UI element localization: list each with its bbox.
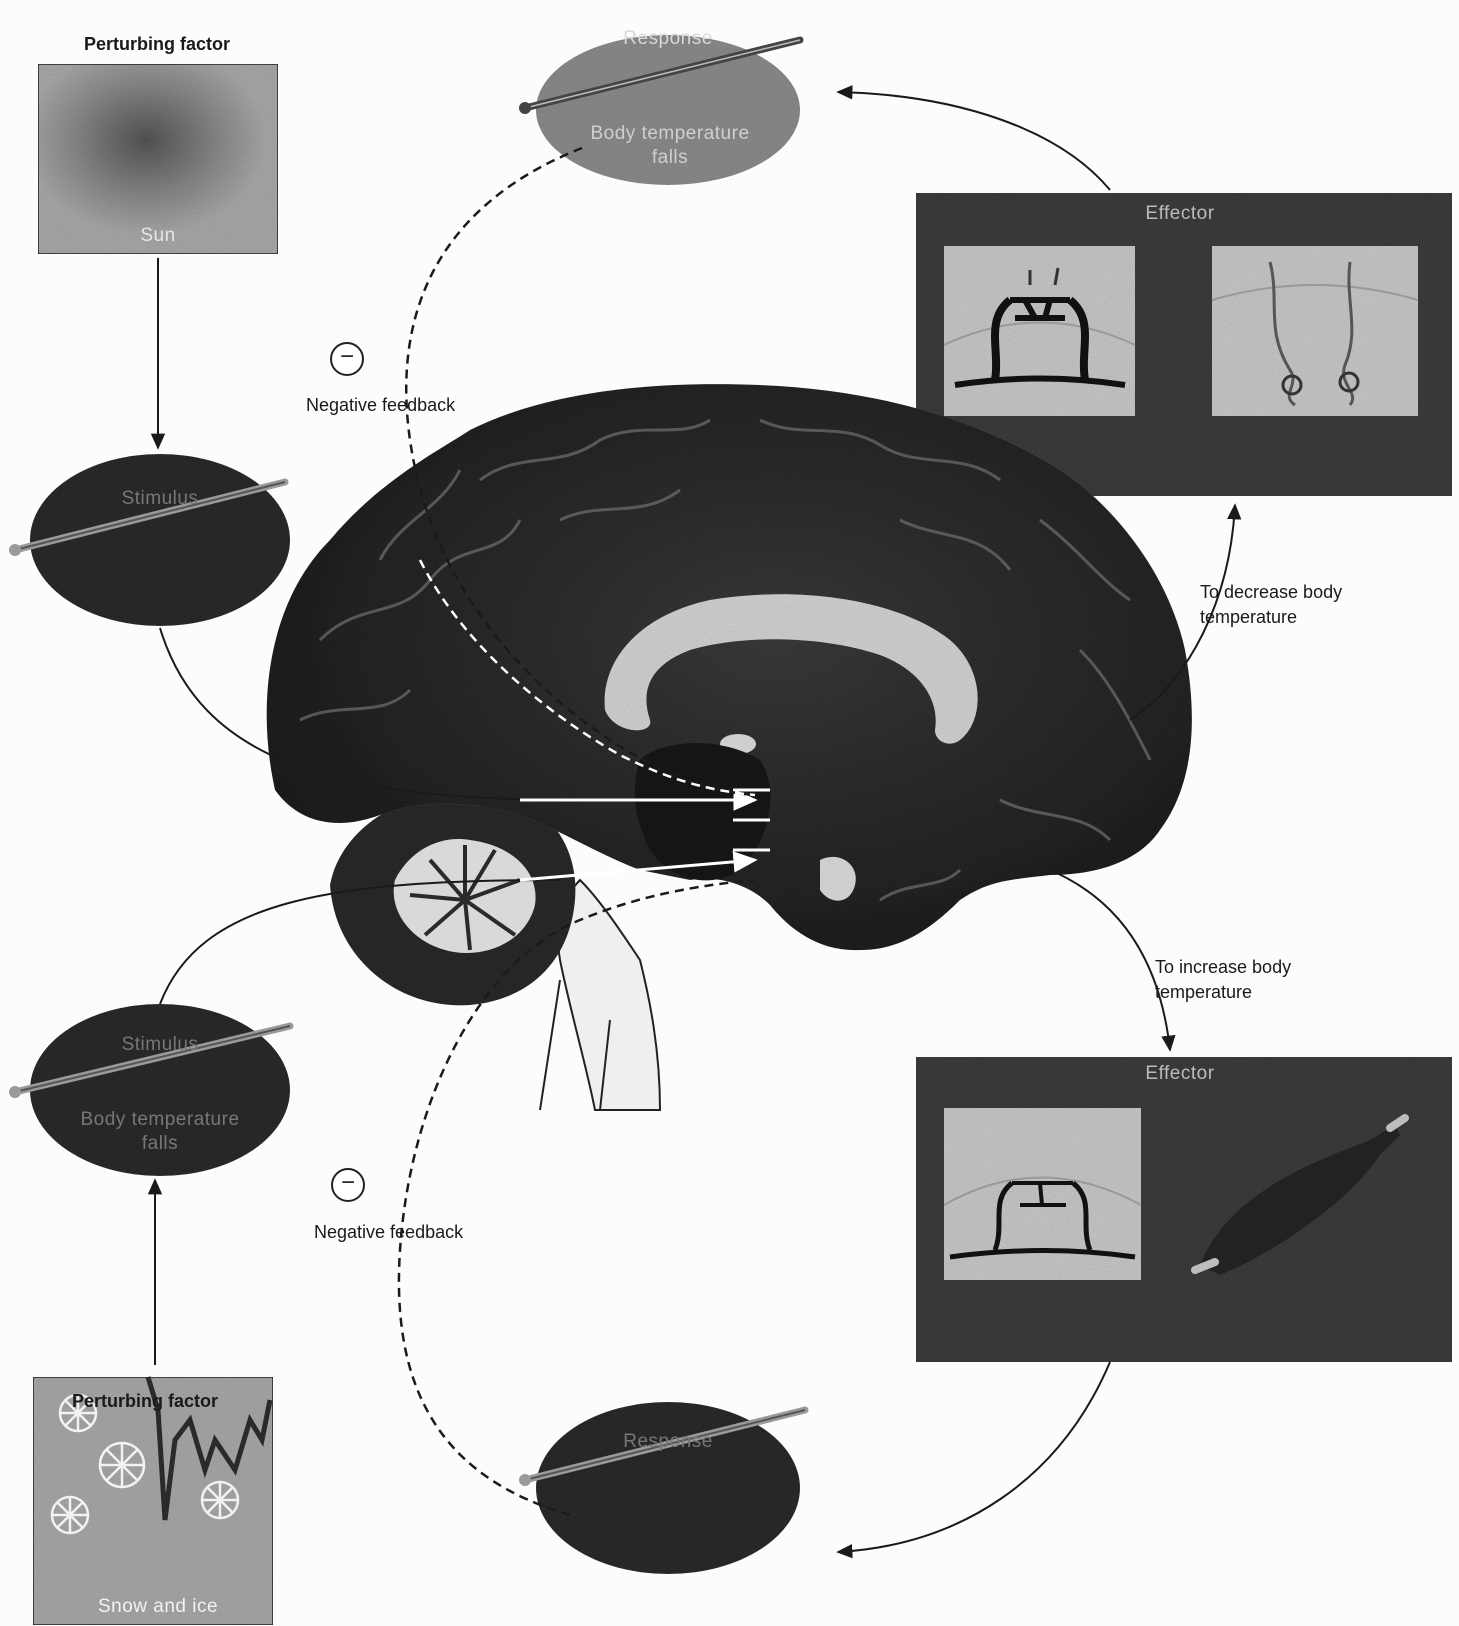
perturbing-factor-label-top: Perturbing factor <box>84 34 230 55</box>
negative-feedback-label-bottom: Negative feedback <box>314 1220 463 1245</box>
stimulus-title-bottom: Stimulus <box>90 1034 230 1056</box>
effector-title-bottom: Effector <box>1110 1063 1250 1085</box>
perturbing-factor-label-bottom: Perturbing factor <box>72 1391 218 1412</box>
effector-panel-bottom <box>916 1057 1452 1362</box>
stimulus-ellipse-top <box>9 454 290 626</box>
effector-title-top: Effector <box>1110 203 1250 225</box>
brain-to-effector-bottom-arrow <box>1050 870 1170 1050</box>
stimulus-text-bottom: Body temperature falls <box>60 1108 260 1156</box>
sun-label: Sun <box>118 225 198 247</box>
stimulus-title-top: Stimulus <box>90 488 230 510</box>
blood-vessel-image <box>944 246 1135 416</box>
decrease-temperature-label: To decrease body temperature <box>1200 580 1390 630</box>
response-title-top: Response <box>598 28 738 50</box>
blood-vessel-image <box>944 1108 1141 1280</box>
minus-sign-icon: − <box>331 1168 365 1202</box>
negative-feedback-label-top: Negative feedback <box>306 393 455 418</box>
response-text-top: Body temperature falls <box>570 122 770 170</box>
increase-temperature-label: To increase body temperature <box>1155 955 1345 1005</box>
snow-ice-label: Snow and ice <box>58 1596 258 1618</box>
response-ellipse-bottom <box>519 1402 805 1574</box>
minus-sign-icon: − <box>330 342 364 376</box>
sweat-gland-image <box>1212 246 1418 416</box>
effector-top-to-response-arrow <box>838 92 1110 190</box>
effector-bottom-to-response-arrow <box>838 1362 1110 1552</box>
response-title-bottom: Response <box>598 1431 738 1453</box>
snow-ice-image <box>33 1377 273 1625</box>
brain-sagittal-image <box>267 384 1192 1110</box>
